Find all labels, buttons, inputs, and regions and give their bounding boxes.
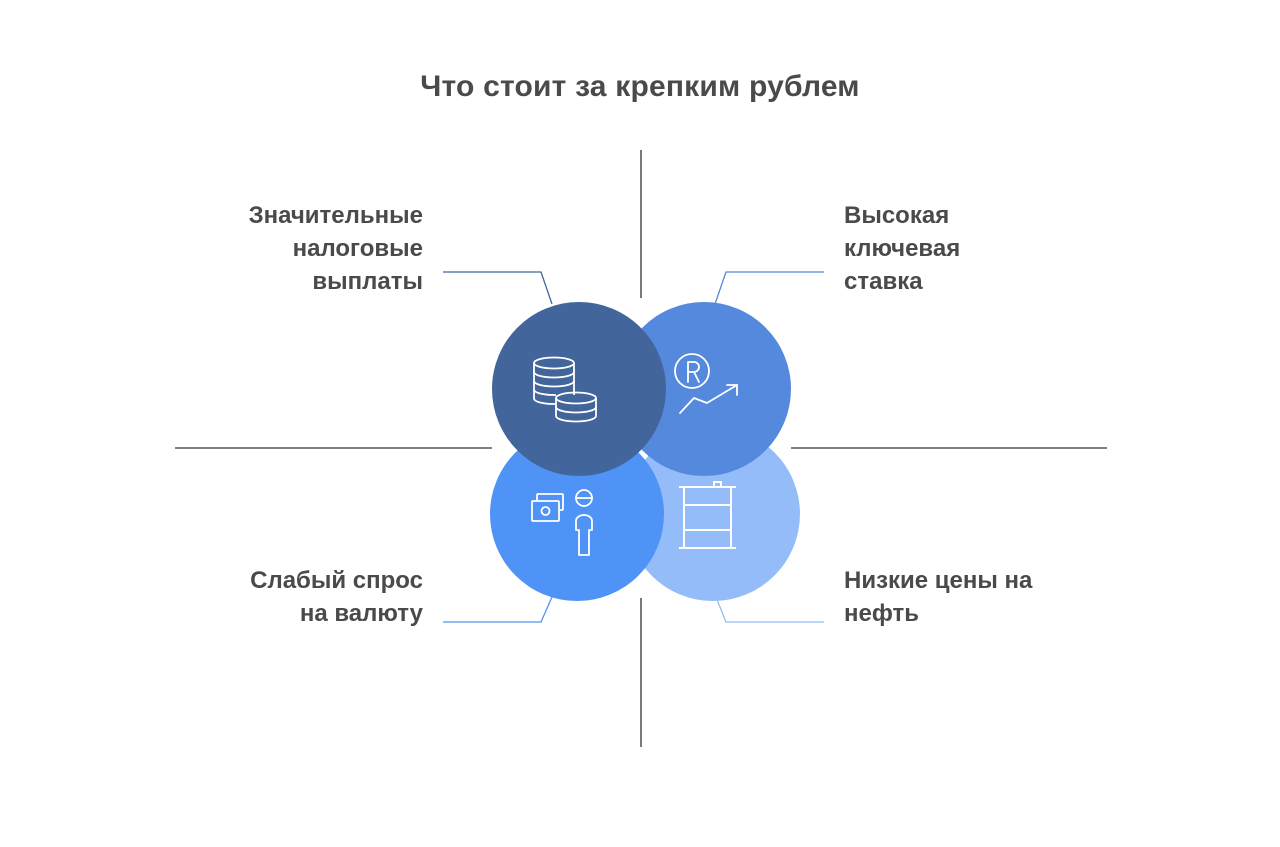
factor-label-line: на валюту xyxy=(299,600,423,627)
factor-label-line: нефть xyxy=(844,600,920,627)
connector-bottom-left xyxy=(443,596,553,623)
factor-label-line: Высокая xyxy=(844,202,950,229)
circle-top-right xyxy=(617,302,791,476)
factor-label-tax-payments: Значительные налоговые выплаты xyxy=(249,199,423,298)
factor-label-line: Значительные xyxy=(248,202,423,229)
factor-label-oil-prices: Низкие цены на нефть xyxy=(844,564,1032,630)
connector-top-right xyxy=(714,271,824,305)
connector-top-left xyxy=(443,271,553,305)
factor-label-line: Низкие цены на xyxy=(844,567,1033,594)
factor-label-line: ключевая xyxy=(844,235,961,262)
factor-label-line: выплаты xyxy=(312,268,423,295)
factor-label-line: налоговые xyxy=(292,235,423,262)
factor-label-line: Слабый спрос xyxy=(250,567,423,594)
factor-label-key-rate: Высокая ключевая ставка xyxy=(844,199,960,298)
coins-stack-icon xyxy=(533,356,597,423)
ruble-growth-icon xyxy=(674,353,738,414)
page-title: Что стоит за крепким рублем xyxy=(420,70,860,103)
circle-bottom-right xyxy=(626,427,800,601)
factor-label-currency-demand: Слабый спрос на валюту xyxy=(250,564,423,630)
factor-label-line: ставка xyxy=(844,268,923,295)
connector-bottom-right xyxy=(715,596,824,623)
circle-top-left xyxy=(492,302,666,476)
person-money-icon xyxy=(531,489,593,556)
circle-bottom-left xyxy=(490,427,664,601)
oil-barrel-icon xyxy=(679,481,736,549)
